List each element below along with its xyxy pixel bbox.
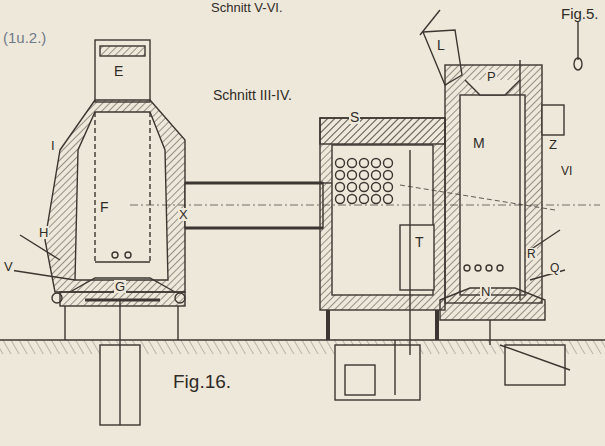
- figure-number: Fig.16.: [172, 372, 232, 391]
- part-letter: T: [414, 235, 425, 249]
- section-label: Schnitt III-IV.: [212, 88, 293, 102]
- part-letter: V: [3, 260, 14, 273]
- part-letter: Q: [549, 262, 560, 274]
- figure-number: Fig.5.: [560, 6, 600, 21]
- part-letter: H: [38, 226, 49, 239]
- part-letter: E: [113, 64, 124, 78]
- section-label: (1u.2.): [2, 30, 47, 45]
- part-letter: S: [349, 110, 360, 124]
- part-letter: L: [436, 38, 446, 52]
- part-letter: F: [99, 200, 110, 214]
- part-letter: R: [526, 248, 537, 260]
- part-letter: I: [50, 139, 56, 152]
- part-letter: VI: [560, 165, 573, 177]
- part-letter: G: [114, 280, 126, 293]
- section-label: Schnitt V-VI.: [210, 1, 284, 14]
- part-letter: N: [480, 285, 491, 298]
- part-letter: Z: [548, 138, 558, 151]
- part-letter: X: [178, 208, 189, 221]
- part-letter: M: [472, 136, 486, 150]
- part-letter: P: [486, 70, 497, 83]
